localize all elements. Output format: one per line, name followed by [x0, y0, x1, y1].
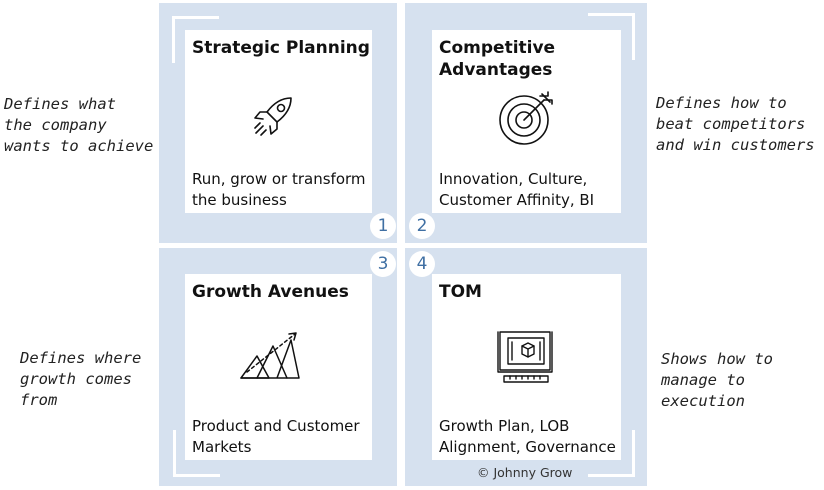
- blueprint-icon: [496, 328, 556, 389]
- corner-bracket-top-right: [588, 13, 635, 60]
- card-description: Growth Plan, LOB Alignment, Governance: [439, 417, 616, 456]
- card-title: Growth Avenues: [192, 282, 349, 302]
- growth-mountains-icon: [239, 328, 303, 387]
- quadrant-number-2: 2: [409, 213, 435, 239]
- card-description: Run, grow or transform the business: [192, 170, 366, 209]
- quadrant-number-3: 3: [370, 251, 396, 277]
- growth-avenues-card: Growth Avenues Product and Customer Mark…: [185, 274, 372, 460]
- competitive-advantages-card: Competitive Advantages Innovation, Cultu…: [432, 30, 621, 213]
- tom-card: TOM Growth Plan, LOB Alignment, Governan…: [432, 274, 621, 460]
- side-note-competitive-advantages: Defines how to beat competitors and win …: [656, 94, 815, 154]
- side-note-growth-avenues: Defines where growth comes from: [20, 349, 142, 409]
- card-description: Product and Customer Markets: [192, 417, 360, 456]
- corner-bracket-bottom-left: [173, 430, 220, 477]
- quadrant-number-4: 4: [409, 251, 435, 277]
- corner-bracket-bottom-right: [588, 430, 635, 477]
- side-note-tom: Shows how to manage to execution: [661, 350, 773, 410]
- strategic-planning-card: Strategic Planning Run, grow or transfor…: [185, 30, 372, 213]
- card-description: Innovation, Culture, Customer Affinity, …: [439, 170, 595, 209]
- card-title: Competitive Advantages: [439, 38, 556, 80]
- rocket-icon: [247, 90, 303, 151]
- target-icon: [494, 88, 558, 153]
- card-title: TOM: [439, 282, 482, 302]
- card-title: Strategic Planning: [192, 38, 370, 58]
- quadrant-number-1: 1: [370, 213, 396, 239]
- corner-bracket-top-left: [172, 16, 219, 63]
- side-note-strategic-planning: Defines what the company wants to achiev…: [4, 95, 154, 155]
- copyright-text: © Johnny Grow: [477, 465, 573, 480]
